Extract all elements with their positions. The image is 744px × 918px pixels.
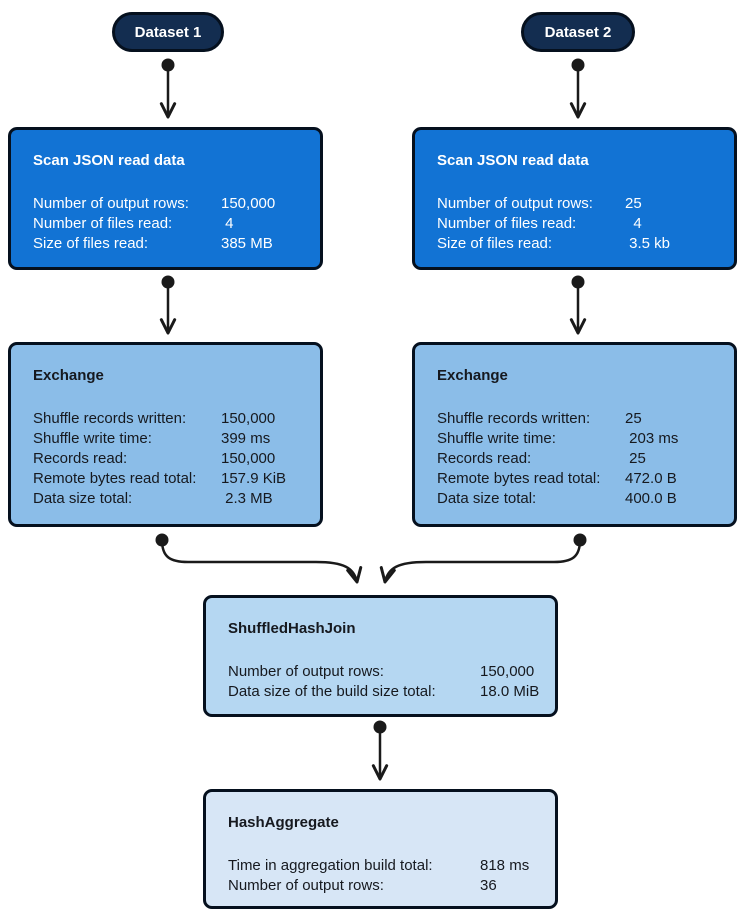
node-title: Scan JSON read data: [437, 152, 589, 169]
metric-value: 399 ms: [221, 430, 271, 447]
metric-row: Number of files read: 4: [33, 214, 320, 234]
metric-value: 203 ms: [625, 430, 679, 447]
metric-label: Remote bytes read total:: [437, 470, 601, 487]
metric-row: Shuffle write time: 203 ms: [437, 429, 734, 449]
edge-join-to-aggregate: [371, 720, 389, 781]
metric-row: Shuffle write time: 399 ms: [33, 429, 320, 449]
metric-value: 25: [625, 450, 646, 467]
edge-scan2-to-exchange2: [569, 275, 587, 335]
node-exchange-2: Exchange Shuffle records written: 25 Shu…: [412, 342, 737, 527]
node-title: Exchange: [437, 367, 508, 384]
metric-value: 2.3 MB: [221, 490, 273, 507]
metric-label: Remote bytes read total:: [33, 470, 197, 487]
node-shuffled-hash-join: ShuffledHashJoin Number of output rows: …: [203, 595, 558, 717]
metric-value: 25: [625, 410, 642, 427]
metric-label: Number of output rows:: [33, 195, 189, 212]
metric-label: Number of files read:: [437, 215, 577, 232]
node-dataset-1: Dataset 1: [112, 12, 224, 52]
metric-row: Size of files read: 3.5 kb: [437, 234, 734, 254]
edge-scan1-to-exchange1: [159, 275, 177, 335]
metric-label: Number of output rows:: [228, 663, 384, 680]
metric-label: Size of files read:: [437, 235, 553, 252]
node-title: ShuffledHashJoin: [228, 620, 356, 637]
metric-value: 25: [625, 195, 642, 212]
metric-label: Time in aggregation build total:: [228, 857, 433, 874]
metric-value: 150,000: [480, 663, 535, 680]
metric-value: 3.5 kb: [625, 235, 671, 252]
metric-label: Shuffle records written:: [437, 410, 591, 427]
metric-row: Data size total: 2.3 MB: [33, 489, 320, 509]
dataset-1-label: Dataset 1: [134, 23, 202, 41]
metric-row: Data size total: 400.0 B: [437, 489, 734, 509]
dataset-2-label: Dataset 2: [544, 23, 612, 41]
metric-label: Number of files read:: [33, 215, 173, 232]
metric-row: Number of output rows: 25: [437, 194, 734, 214]
edge-exchange2-to-join: [379, 533, 587, 584]
metric-value: 4: [221, 215, 234, 232]
node-hash-aggregate: HashAggregate Time in aggregation build …: [203, 789, 558, 909]
metric-label: Shuffle write time:: [33, 430, 152, 447]
metric-label: Data size total:: [33, 490, 133, 507]
node-scan-json-2: Scan JSON read data Number of output row…: [412, 127, 737, 270]
metric-label: Data size of the build size total:: [228, 683, 436, 700]
metric-label: Shuffle records written:: [33, 410, 187, 427]
metric-row: Number of output rows: 36: [228, 876, 555, 896]
metric-label: Shuffle write time:: [437, 430, 556, 447]
metric-label: Number of output rows:: [228, 877, 384, 894]
node-scan-json-1: Scan JSON read data Number of output row…: [8, 127, 323, 270]
edge-dataset1-to-scan1: [159, 58, 177, 119]
metric-value: 472.0 B: [625, 470, 677, 487]
node-title: HashAggregate: [228, 814, 339, 831]
metric-row: Shuffle records written: 25: [437, 409, 734, 429]
metric-label: Size of files read:: [33, 235, 149, 252]
metric-row: Size of files read: 385 MB: [33, 234, 320, 254]
metric-row: Records read: 25: [437, 449, 734, 469]
metric-label: Number of output rows:: [437, 195, 593, 212]
metric-label: Records read:: [437, 450, 532, 467]
metric-value: 157.9 KiB: [221, 470, 287, 487]
metric-value: 4: [625, 215, 642, 232]
metric-value: 150,000: [221, 410, 276, 427]
metric-row: Shuffle records written: 150,000: [33, 409, 320, 429]
node-title: Exchange: [33, 367, 104, 384]
metric-row: Number of output rows: 150,000: [33, 194, 320, 214]
node-exchange-1: Exchange Shuffle records written: 150,00…: [8, 342, 323, 527]
node-dataset-2: Dataset 2: [521, 12, 635, 52]
edge-exchange1-to-join: [155, 533, 363, 584]
metric-value: 36: [480, 877, 497, 894]
metric-value: 818 ms: [480, 857, 530, 874]
metric-row: Records read: 150,000: [33, 449, 320, 469]
node-title: Scan JSON read data: [33, 152, 185, 169]
metric-row: Remote bytes read total: 157.9 KiB: [33, 469, 320, 489]
metric-row: Data size of the build size total: 18.0 …: [228, 682, 555, 702]
metric-value: 18.0 MiB: [480, 683, 540, 700]
metric-label: Data size total:: [437, 490, 537, 507]
metric-value: 150,000: [221, 195, 276, 212]
metric-row: Number of output rows: 150,000: [228, 662, 555, 682]
edge-dataset2-to-scan2: [569, 58, 587, 119]
metric-row: Time in aggregation build total: 818 ms: [228, 856, 555, 876]
metric-label: Records read:: [33, 450, 128, 467]
metric-row: Remote bytes read total: 472.0 B: [437, 469, 734, 489]
metric-value: 150,000: [221, 450, 276, 467]
metric-value: 400.0 B: [625, 490, 677, 507]
metric-value: 385 MB: [221, 235, 273, 252]
metric-row: Number of files read: 4: [437, 214, 734, 234]
